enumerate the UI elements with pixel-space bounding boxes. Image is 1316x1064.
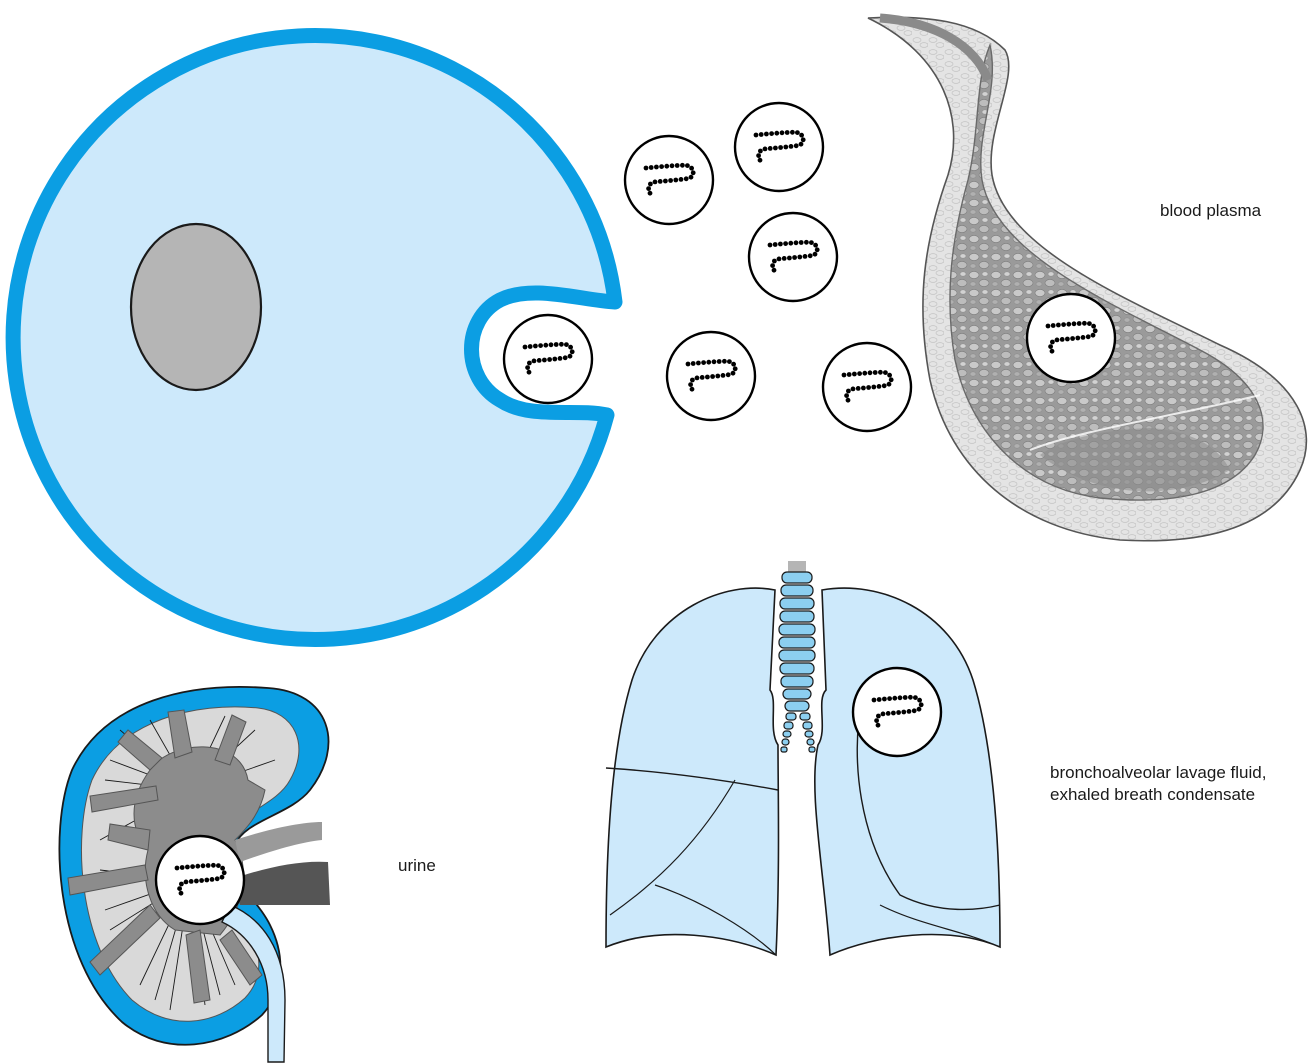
biomarker-chain-icon bbox=[667, 332, 755, 420]
urine-label: urine bbox=[398, 855, 436, 877]
biomarker-chain-icon bbox=[625, 136, 713, 224]
biomarker-chain-icon bbox=[156, 836, 244, 924]
biomarker-chain-icon bbox=[749, 213, 837, 301]
biomarker-chain-icon bbox=[1027, 294, 1115, 382]
bal-fluid-label: bronchoalveolar lavage fluid, exhaled br… bbox=[1050, 762, 1266, 806]
biomarker-chain-icon bbox=[853, 668, 941, 756]
lungs-icon bbox=[606, 561, 1000, 955]
nucleus-icon bbox=[131, 224, 261, 390]
bal-label-line1: bronchoalveolar lavage fluid, bbox=[1050, 762, 1266, 784]
biomarker-chain-icon bbox=[823, 343, 911, 431]
blood-plasma-label: blood plasma bbox=[1160, 200, 1261, 222]
biomarker-chain-icon bbox=[504, 315, 592, 403]
blood-vessel-icon bbox=[868, 17, 1306, 540]
biomarker-chain-icon bbox=[735, 103, 823, 191]
bal-label-line2: exhaled breath condensate bbox=[1050, 784, 1266, 806]
